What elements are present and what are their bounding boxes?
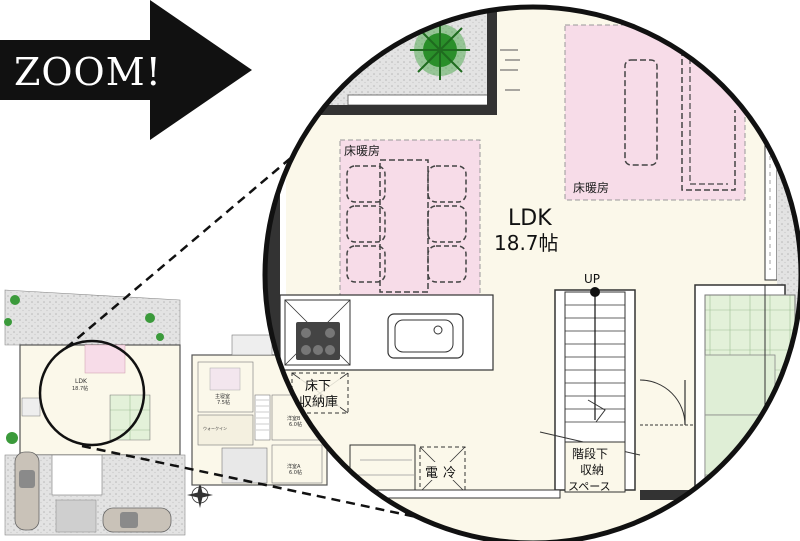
room-size: 18.7帖 [494,231,559,255]
plan-ldk-label: LDK [75,378,88,385]
zoomed-detail: 床暖房 床暖房 LDK 18.7帖 [262,4,800,541]
refrigerator-icon: 電 冷 [419,446,466,493]
room-name: LDK [508,206,552,231]
plan-bedroom-a-size: 6.0帖 [289,469,302,476]
fridge-label: 冷 [443,466,456,481]
stair-up-label: UP [584,272,600,286]
underfloor-storage-line1: 床下 [305,379,331,394]
overall-floor-plan: LDK 18.7帖 主寝室 7.5帖 ウォークイン [4,289,328,536]
plan-bedroom-b-size: 6.0帖 [289,421,302,428]
plan-main-bedroom-size: 7.5帖 [217,399,230,406]
plan-ldk-size: 18.7帖 [72,385,88,392]
zoom-target-circle [38,339,146,447]
zoom-banner: ZOOM! [0,0,252,140]
under-stair-line2: 収納 [580,463,604,477]
plan-main-bedroom-label: 主寝室 [215,393,230,400]
stove-icon [284,299,351,366]
plan-closet-label: ウォークイン [203,425,227,431]
zoom-connector-bottom [81,444,441,524]
fridge-prefix: 電 [425,466,438,481]
under-stair-line3: スペース [568,480,611,493]
plan-bedroom-a-label: 洋室A [287,463,301,470]
door-swing [639,379,695,426]
zoom-connector-top [65,139,313,349]
zoom-banner-text: ZOOM! [14,50,162,94]
floor-heating-label-right: 床暖房 [573,180,609,195]
plan-bedroom-b-label: 洋室B [287,415,301,422]
compass-icon [187,482,213,508]
sink-icon [387,313,464,359]
staircase: UP 階段下 収納 スペース [539,272,641,493]
tree-icon [410,20,470,80]
floor-heating-label-left: 床暖房 [344,143,380,158]
underfloor-storage-line2: 収納庫 [299,395,338,410]
under-stair-line1: 階段下 [572,446,608,461]
dining-chairs [346,165,467,283]
